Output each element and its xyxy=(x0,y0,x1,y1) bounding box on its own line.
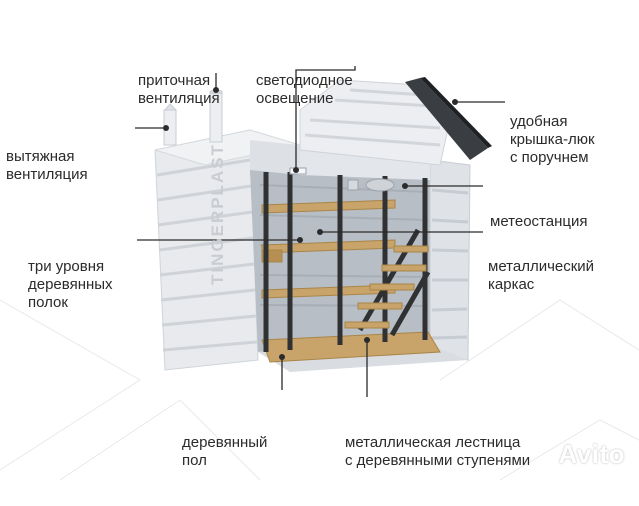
wooden-floor xyxy=(261,331,441,363)
wooden-shelves xyxy=(261,199,396,299)
metal-ladder xyxy=(344,228,431,337)
metal-frame xyxy=(263,172,428,352)
watermark-logo: Avito xyxy=(558,439,625,469)
leader-dots xyxy=(163,87,458,360)
label-weather-station: метеостанция xyxy=(490,213,588,230)
brand-lettering: TINGERPLAST xyxy=(208,143,227,285)
background-lines xyxy=(0,299,639,480)
cellar-illustration xyxy=(0,66,639,480)
leader-lines xyxy=(135,66,505,397)
weather-station xyxy=(347,178,395,192)
vent-pipes xyxy=(163,89,223,146)
